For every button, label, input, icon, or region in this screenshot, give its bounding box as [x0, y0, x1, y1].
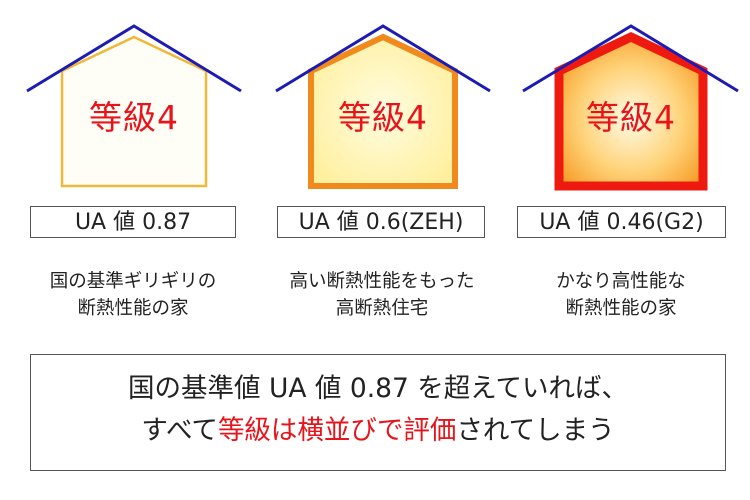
house-1-grade: 等級4 [89, 98, 179, 137]
summary-line-2-post: されてしまう [456, 415, 615, 446]
house-1-description-line1: 国の基準ギリギリの [49, 271, 217, 292]
house-3-roof [522, 24, 739, 93]
house-1-description-line2: 断熱性能の家 [77, 298, 189, 319]
house-2-roof [275, 24, 491, 93]
summary-line-2-highlight: 等級は横並びで評価 [217, 415, 457, 446]
summary-box: 国の基準値 UA 値 0.87 を超えていれば、 すべて等級は横並びで評価されて… [30, 354, 726, 471]
house-2 [275, 24, 491, 189]
house-1-wall [60, 35, 208, 188]
house-3-grade: 等級4 [586, 98, 676, 137]
house-1 [26, 24, 242, 188]
summary-line-2: すべて等級は横並びで評価されてしまう [31, 413, 725, 449]
houses-illustration [26, 24, 739, 191]
house-3-wall [554, 32, 708, 191]
house-3-description-line2: 断熱性能の家 [565, 298, 677, 319]
house-3-description-line1: かなり高性能な [556, 271, 686, 292]
summary-line-1: 国の基準値 UA 値 0.87 を超えていれば、 [128, 373, 628, 404]
summary-line-2-pre: すべて [141, 415, 218, 446]
house-2-wall [308, 33, 458, 189]
house-2-description-line2: 高断熱住宅 [335, 298, 429, 319]
house-1-ua-value: UA 値 0.87 [30, 206, 236, 238]
house-1-description: 国の基準ギリギリの 断熱性能の家 [8, 268, 258, 322]
house-2-ua-value: UA 値 0.6(ZEH) [277, 206, 485, 238]
house-2-grade: 等級4 [338, 98, 428, 137]
house-3-description: かなり高性能な 断熱性能の家 [496, 268, 746, 322]
house-2-description-line1: 高い断熱性能をもった [289, 271, 475, 292]
house-3-ua-value: UA 値 0.46(G2) [517, 206, 726, 238]
house-1-roof [26, 24, 242, 93]
house-3 [522, 24, 739, 191]
house-2-description: 高い断熱性能をもった 高断熱住宅 [257, 268, 507, 322]
